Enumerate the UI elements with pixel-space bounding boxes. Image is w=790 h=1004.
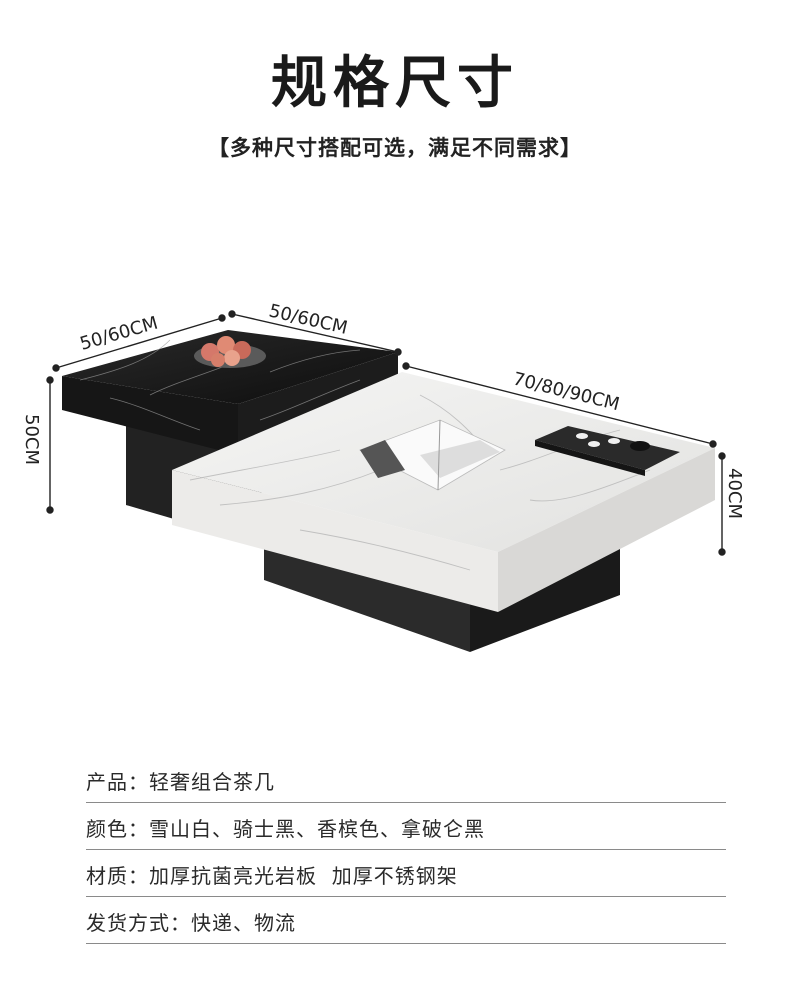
dimension-label-right-height: 40CM	[724, 468, 745, 519]
fruit-bowl	[194, 336, 266, 368]
spec-row-color: 颜色：雪山白、骑士黑、香槟色、拿破仑黑	[86, 803, 726, 850]
spec-value: 雪山白、骑士黑、香槟色、拿破仑黑	[149, 816, 485, 841]
tea-tray	[535, 426, 680, 476]
spec-row-shipping: 发货方式：快递、物流	[86, 897, 726, 944]
spec-value: 快递、物流	[191, 910, 296, 935]
page-title: 规格尺寸	[271, 51, 519, 116]
coffee-table-illustration: 50/60CM 50/60CM 70/80/90CM 50CM 40CM	[21, 300, 745, 652]
spec-row-material: 材质：加厚抗菌亮光岩板 加厚不锈钢架	[86, 850, 726, 897]
dimension-label-left-height: 50CM	[21, 414, 42, 465]
spec-label: 材质：	[86, 863, 149, 888]
dimension-label-top-left-depth: 50/60CM	[267, 300, 350, 338]
spec-label: 颜色：	[86, 816, 149, 841]
dimension-lines	[46, 310, 726, 556]
spec-row-product: 产品：轻奢组合茶几	[86, 756, 726, 803]
spec-label: 发货方式：	[86, 910, 191, 935]
spec-value: 加厚抗菌亮光岩板 加厚不锈钢架	[149, 863, 458, 888]
magazine	[359, 419, 506, 491]
spec-value: 轻奢组合茶几	[149, 769, 275, 794]
page-subtitle: 【多种尺寸搭配可选，满足不同需求】	[208, 136, 582, 160]
spec-list: 产品：轻奢组合茶几 颜色：雪山白、骑士黑、香槟色、拿破仑黑 材质：加厚抗菌亮光岩…	[86, 756, 726, 944]
spec-label: 产品：	[86, 769, 149, 794]
